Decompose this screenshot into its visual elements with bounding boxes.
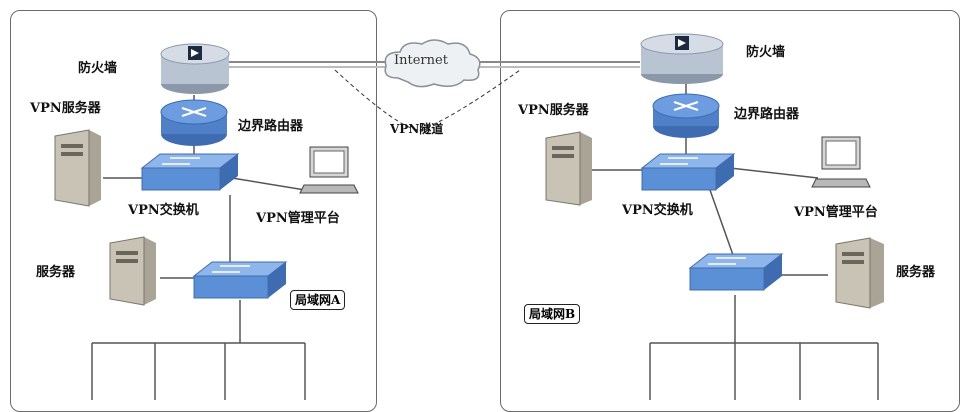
- site-a-lan-switch-icon: [192, 261, 288, 299]
- site-a-vpn-switch-icon: [140, 153, 240, 191]
- site-b-edge-router-label: 边界路由器: [734, 107, 800, 122]
- site-a-lan-label: 局域网A: [290, 290, 346, 310]
- site-b-server-label: 服务器: [896, 265, 936, 280]
- site-a-vpn-server-label: VPN服务器: [30, 101, 101, 116]
- site-b-vpn-console-icon: [811, 136, 871, 188]
- site-b-edge-router-icon: [652, 93, 720, 138]
- site-a-vpn-server-icon: [54, 129, 101, 207]
- site-b-vpn-switch-icon: [640, 153, 736, 191]
- site-a-server-icon: [109, 236, 156, 306]
- site-b-panel: [500, 10, 960, 412]
- site-a-firewall-icon: [160, 43, 230, 94]
- site-b-lan-switch-icon: [688, 253, 784, 291]
- site-a-vpn-switch-label: VPN交换机: [128, 203, 199, 218]
- site-b-lan-label: 局域网B: [524, 304, 581, 324]
- internet-cloud-icon: [384, 39, 481, 88]
- vpn-tunnel-label: VPN隧道: [390, 122, 444, 136]
- site-a-edge-router-icon: [160, 99, 228, 146]
- vpn-network-diagram: Internet VPN隧道 防火墙 边界路由器 VPN服务器 VPN交换机 V…: [10, 10, 960, 412]
- site-b-vpn-switch-label: VPN交换机: [622, 203, 693, 218]
- site-a-vpn-console-label: VPN管理平台: [256, 211, 340, 226]
- internet-label: Internet: [394, 53, 448, 68]
- site-b-server-icon: [835, 237, 884, 309]
- site-a-edge-router-label: 边界路由器: [238, 119, 304, 134]
- site-a-server-label: 服务器: [36, 265, 76, 280]
- site-a-firewall-label: 防火墙: [78, 61, 118, 76]
- site-b-firewall-label: 防火墙: [746, 45, 786, 60]
- site-b-vpn-server-label: VPN服务器: [518, 103, 589, 118]
- site-a-vpn-console-icon: [299, 146, 359, 194]
- site-b-vpn-server-icon: [545, 131, 592, 206]
- site-b-vpn-console-label: VPN管理平台: [794, 205, 878, 220]
- site-b-firewall-icon: [640, 33, 724, 84]
